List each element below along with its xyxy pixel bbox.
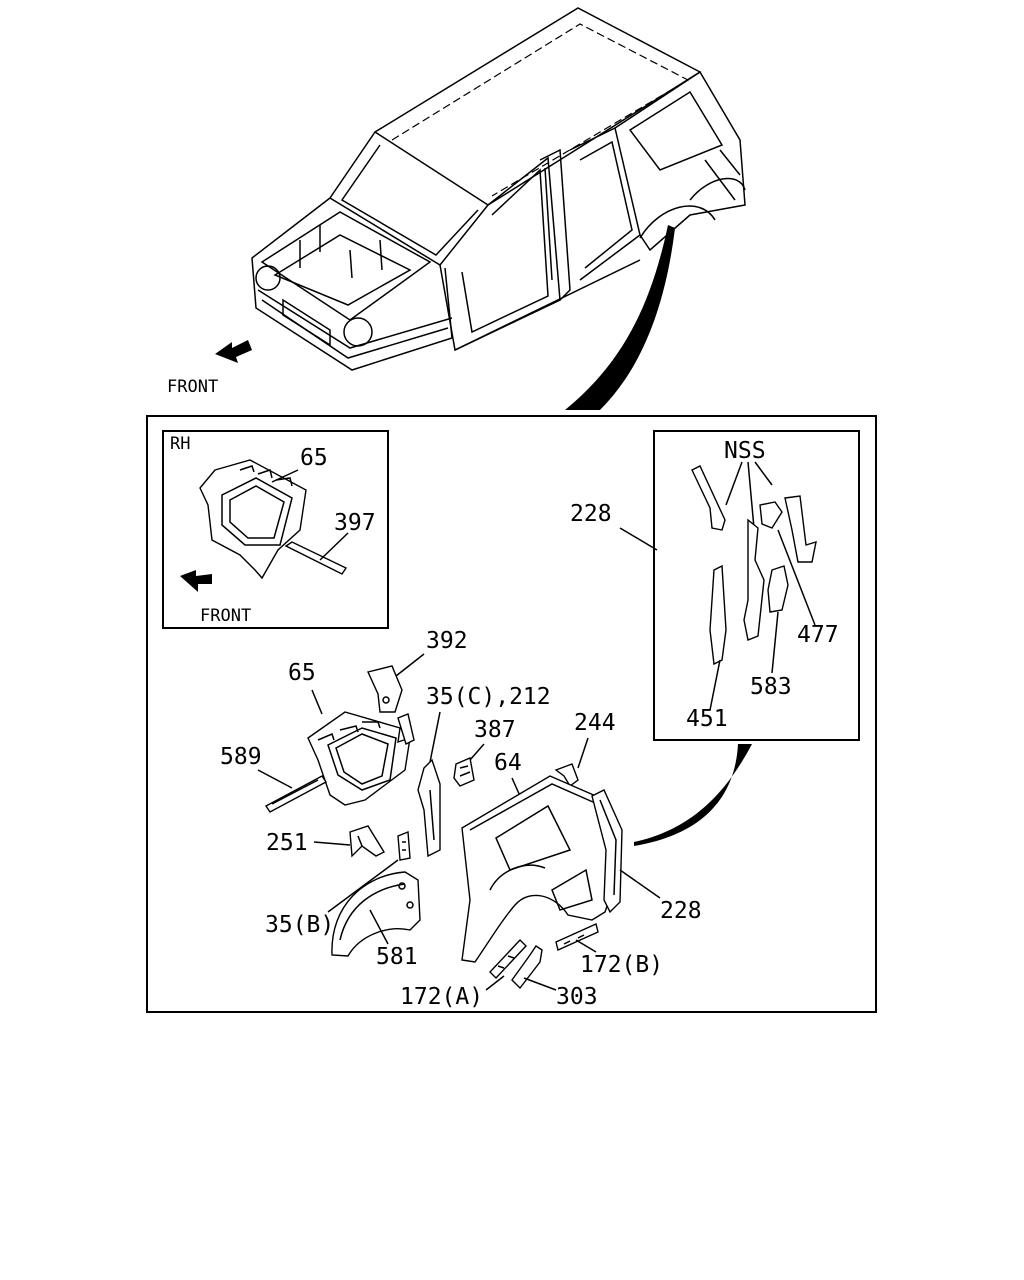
callout-303: 303	[556, 984, 598, 1010]
callout-251: 251	[266, 830, 308, 856]
nss-part-middle	[743, 518, 765, 641]
callout-172b: 172(B)	[580, 952, 663, 978]
part-64-quarter-panel	[461, 775, 617, 963]
front-arrow-top	[215, 340, 252, 363]
part-228	[591, 789, 623, 914]
nss-part-top-left	[691, 465, 726, 531]
callout-581: 581	[376, 944, 418, 970]
inset-nss-title: NSS	[724, 438, 766, 464]
nss-part-477	[759, 495, 817, 563]
part-589	[264, 775, 328, 813]
inset-rh-callout-65: 65	[300, 445, 328, 471]
inset-rh-panel-65	[199, 459, 307, 580]
nss-part-583	[767, 565, 789, 613]
part-35c-212	[417, 758, 441, 858]
inset-rh-front-label: FRONT	[200, 606, 251, 626]
callout-387: 387	[474, 717, 516, 743]
part-65	[307, 711, 415, 806]
inset-rh-title: RH	[170, 434, 190, 454]
callout-35c-212: 35(C),212	[426, 684, 551, 710]
inset-nss-callout-451: 451	[686, 706, 728, 732]
part-303	[511, 945, 543, 990]
front-label-top: FRONT	[167, 377, 218, 397]
callout-65: 65	[288, 660, 316, 686]
callout-228-bottom: 228	[660, 898, 702, 924]
callout-244: 244	[574, 710, 616, 736]
inset-nss-callout-583: 583	[750, 674, 792, 700]
callout-228-top: 228	[570, 501, 612, 527]
part-581-wheel-arch	[331, 871, 421, 957]
callout-172a: 172(A)	[400, 984, 483, 1010]
callout-64: 64	[494, 750, 522, 776]
part-387	[453, 757, 475, 787]
pointer-arrow-top	[565, 225, 675, 410]
inset-rh-callout-397: 397	[334, 510, 376, 536]
part-244	[554, 763, 579, 788]
part-172b	[555, 923, 599, 951]
callout-589: 589	[220, 744, 262, 770]
inset-rh-frame	[162, 430, 389, 629]
inset-rh-strip-397	[284, 541, 348, 575]
inset-nss-frame	[653, 430, 860, 741]
part-35b	[397, 830, 411, 861]
nss-part-451	[709, 564, 727, 666]
callout-35b: 35(B)	[265, 912, 334, 938]
inset-nss-callout-477: 477	[797, 622, 839, 648]
main-frame	[146, 415, 877, 1013]
vehicle-body-shell	[251, 7, 746, 371]
pointer-arrow-bottom	[634, 744, 752, 846]
callout-392: 392	[426, 628, 468, 654]
part-172a	[489, 938, 527, 980]
inset-rh-front-arrow	[180, 570, 212, 592]
part-251	[349, 825, 385, 858]
part-392	[367, 665, 403, 713]
